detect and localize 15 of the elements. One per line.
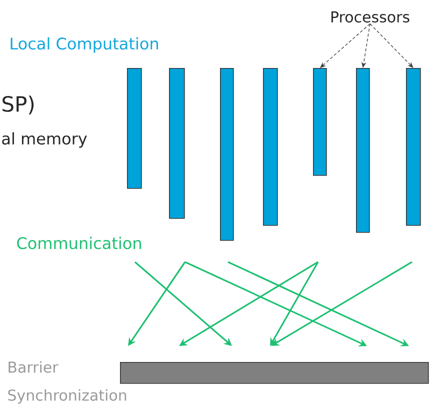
processor-bar (406, 68, 421, 226)
barrier-bar (120, 362, 429, 384)
barrier-label: Barrier Synchronization (8, 361, 126, 404)
section-heading: Communication (17, 236, 141, 250)
processor-bar (356, 68, 370, 233)
processor-bar (220, 68, 234, 241)
processor-bar (127, 68, 142, 189)
cut-off-text: SP) (2, 96, 34, 114)
section-heading: Local Computation (10, 37, 158, 53)
cut-off-text: al memory (2, 132, 87, 148)
processors-label: Processors (331, 11, 410, 23)
processor-bar (313, 68, 327, 176)
processor-bar (169, 68, 185, 219)
dashed-arrow (370, 23, 414, 68)
processor-bar (263, 68, 278, 226)
